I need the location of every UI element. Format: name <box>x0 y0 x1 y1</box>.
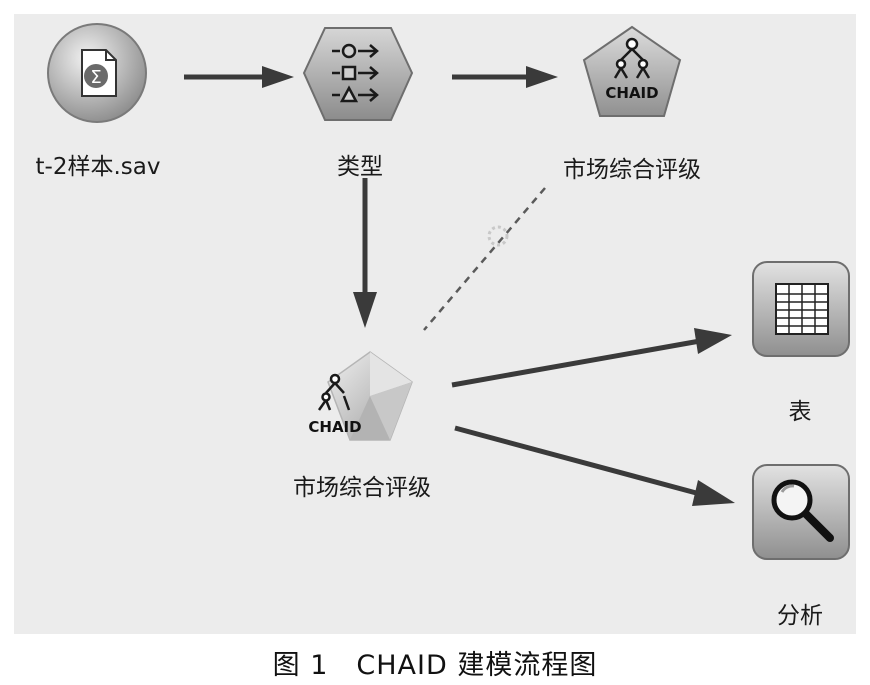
connector-type-to-nugget <box>353 178 377 328</box>
source-node-label: t-2样本.sav <box>35 154 161 180</box>
stream-canvas <box>14 14 856 634</box>
svg-text:Σ: Σ <box>90 67 101 88</box>
analysis-node-label: 分析 <box>777 603 823 629</box>
chaid-nugget-badge: CHAID <box>308 418 361 436</box>
chaid-nugget-icon[interactable]: CHAID <box>308 351 413 441</box>
figure-caption: 图 1 CHAID 建模流程图 <box>272 650 598 681</box>
sigma-file-icon[interactable]: Σ <box>47 23 147 123</box>
type-hexagon-icon[interactable] <box>302 27 414 121</box>
link-status-icon <box>487 225 509 247</box>
connector-source-to-type <box>184 66 294 88</box>
type-node-label: 类型 <box>337 154 383 180</box>
chaid-model-badge: CHAID <box>605 84 658 102</box>
connector-nugget-to-analysis <box>454 425 735 506</box>
table-icon[interactable] <box>752 261 850 357</box>
chaid-model-label: 市场综合评级 <box>563 157 701 183</box>
chaid-nugget-label: 市场综合评级 <box>293 475 431 501</box>
table-node-label: 表 <box>788 399 812 425</box>
chaid-pentagon-icon[interactable]: CHAID <box>582 25 682 117</box>
connector-type-to-model <box>452 66 558 88</box>
magnifier-icon[interactable] <box>752 464 850 560</box>
connector-nugget-to-table <box>451 328 732 388</box>
model-nugget-link <box>423 187 546 331</box>
